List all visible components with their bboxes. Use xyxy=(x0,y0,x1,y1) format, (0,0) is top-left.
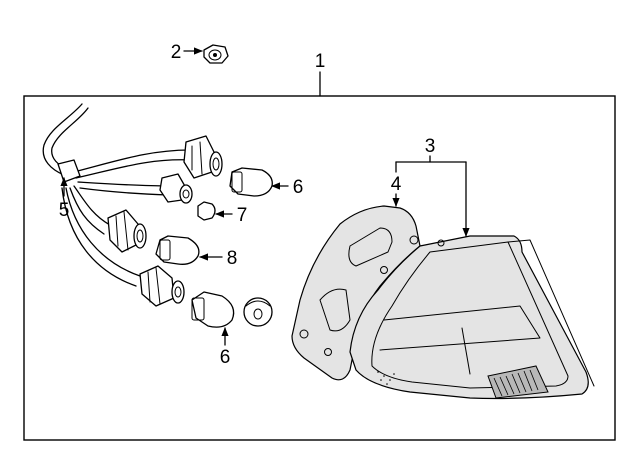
nut-part-2 xyxy=(203,44,229,64)
callout-7: 7 xyxy=(237,205,248,226)
wiring-harness xyxy=(42,103,193,287)
callout-6-upper: 6 xyxy=(293,177,304,198)
leader-3 xyxy=(395,155,470,237)
callout-6-lower: 6 xyxy=(220,347,231,368)
callout-1: 1 xyxy=(315,51,326,72)
callout-8: 8 xyxy=(227,248,238,269)
bulb-part-6-upper xyxy=(229,167,273,197)
grommet xyxy=(243,297,273,327)
tail-lamp-lens-part-3 xyxy=(349,235,595,400)
callout-4: 4 xyxy=(391,174,402,195)
callout-3: 3 xyxy=(425,136,436,157)
bulb-part-6-lower xyxy=(191,291,235,328)
bulb-part-8 xyxy=(155,235,200,265)
bulb-part-7 xyxy=(197,201,216,221)
socket-upper xyxy=(183,135,223,179)
callout-2: 2 xyxy=(171,42,182,63)
socket-lower xyxy=(139,265,185,307)
socket-upper-small xyxy=(159,173,193,204)
socket-middle xyxy=(107,209,147,253)
callout-5: 5 xyxy=(59,200,70,221)
